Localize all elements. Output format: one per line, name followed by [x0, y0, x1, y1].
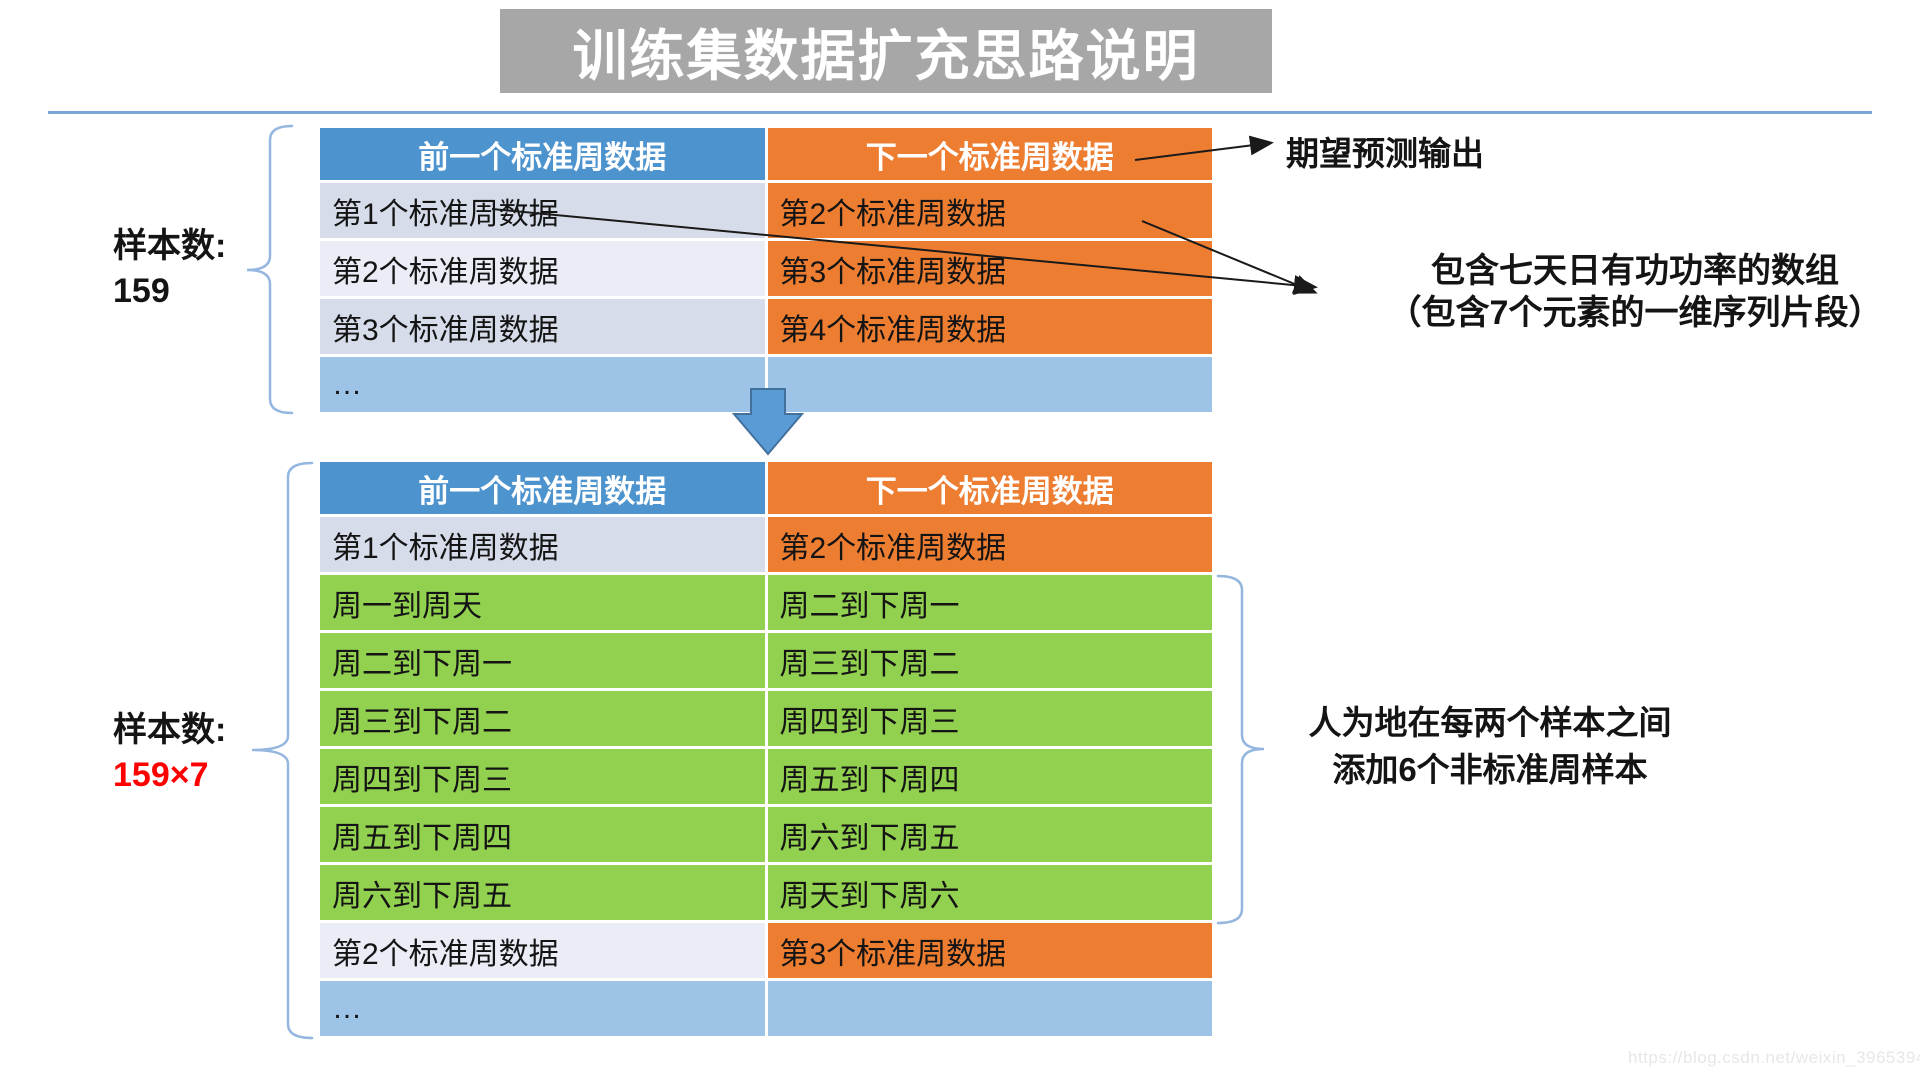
table-cell: 周二到下周一	[320, 633, 765, 688]
table-cell: 第2个标准周数据	[320, 923, 765, 978]
table-cell: 周二到下周一	[767, 575, 1212, 630]
annotation-augment-note: 人为地在每两个样本之间添加6个非标准周样本	[1270, 700, 1710, 794]
table-cell: 第2个标准周数据	[767, 183, 1212, 238]
annotation-line: 包含七天日有功功率的数组	[1431, 252, 1839, 290]
annotation-array-note: 包含七天日有功功率的数组 （包含7个元素的一维序列片段）	[1355, 250, 1915, 334]
sample-label: 样本数:	[113, 227, 227, 265]
table-cell: 第2个标准周数据	[767, 517, 1212, 572]
sample-count-label-bottom: 样本数: 159×7	[113, 708, 226, 798]
table-cell: 第1个标准周数据	[320, 517, 765, 572]
table-header-cell: 前一个标准周数据	[320, 462, 765, 514]
sample-count-label-top: 样本数: 159	[113, 224, 226, 314]
sample-value: 159	[113, 271, 170, 310]
annotation-expected-output: 期望预测输出	[1286, 135, 1484, 172]
top-table: 前一个标准周数据 下一个标准周数据 第1个标准周数据 第2个标准周数据 第2个标…	[320, 128, 1212, 412]
table-cell: 周天到下周六	[767, 865, 1212, 920]
table-cell: 第2个标准周数据	[320, 241, 765, 296]
table-cell: 周六到下周五	[767, 807, 1212, 862]
left-brace-bottom-table	[251, 461, 314, 1040]
table-cell: 第3个标准周数据	[320, 299, 765, 354]
left-brace-top-table	[246, 124, 294, 415]
page-title: 训练集数据扩充思路说明	[500, 9, 1272, 93]
bottom-table: 前一个标准周数据 下一个标准周数据 第1个标准周数据 第2个标准周数据 周一到周…	[320, 462, 1212, 1036]
right-brace-green-rows	[1216, 574, 1265, 925]
table-cell: 第1个标准周数据	[320, 183, 765, 238]
annotation-line: （包含7个元素的一维序列片段）	[1387, 294, 1883, 333]
table-cell	[767, 981, 1212, 1036]
annotation-line: 人为地在每两个样本之间	[1308, 704, 1672, 741]
table-cell: 周三到下周二	[320, 691, 765, 746]
table-cell: 周四到下周三	[320, 749, 765, 804]
annotation-line: 添加6个非标准周样本	[1332, 750, 1648, 788]
table-cell: 第3个标准周数据	[767, 923, 1212, 978]
table-cell: 周三到下周二	[767, 633, 1212, 688]
table-header-cell: 前一个标准周数据	[320, 128, 765, 180]
table-header-cell: 下一个标准周数据	[767, 462, 1212, 514]
table-header-cell: 下一个标准周数据	[767, 128, 1212, 180]
table-cell: 周四到下周三	[767, 691, 1212, 746]
table-cell: 周一到周天	[320, 575, 765, 630]
sample-value-highlight: 159×7	[113, 755, 209, 794]
table-cell: 第4个标准周数据	[767, 299, 1212, 354]
table-cell: …	[320, 981, 765, 1036]
sample-label: 样本数:	[113, 711, 227, 749]
table-cell: 周五到下周四	[320, 807, 765, 862]
table-cell	[767, 357, 1212, 412]
table-cell: …	[320, 357, 765, 412]
title-divider-line	[48, 111, 1872, 114]
watermark-url: https://blog.csdn.net/weixin_39653948	[1628, 1048, 1920, 1067]
table-cell: 第3个标准周数据	[767, 241, 1212, 296]
table-cell: 周六到下周五	[320, 865, 765, 920]
table-cell: 周五到下周四	[767, 749, 1212, 804]
